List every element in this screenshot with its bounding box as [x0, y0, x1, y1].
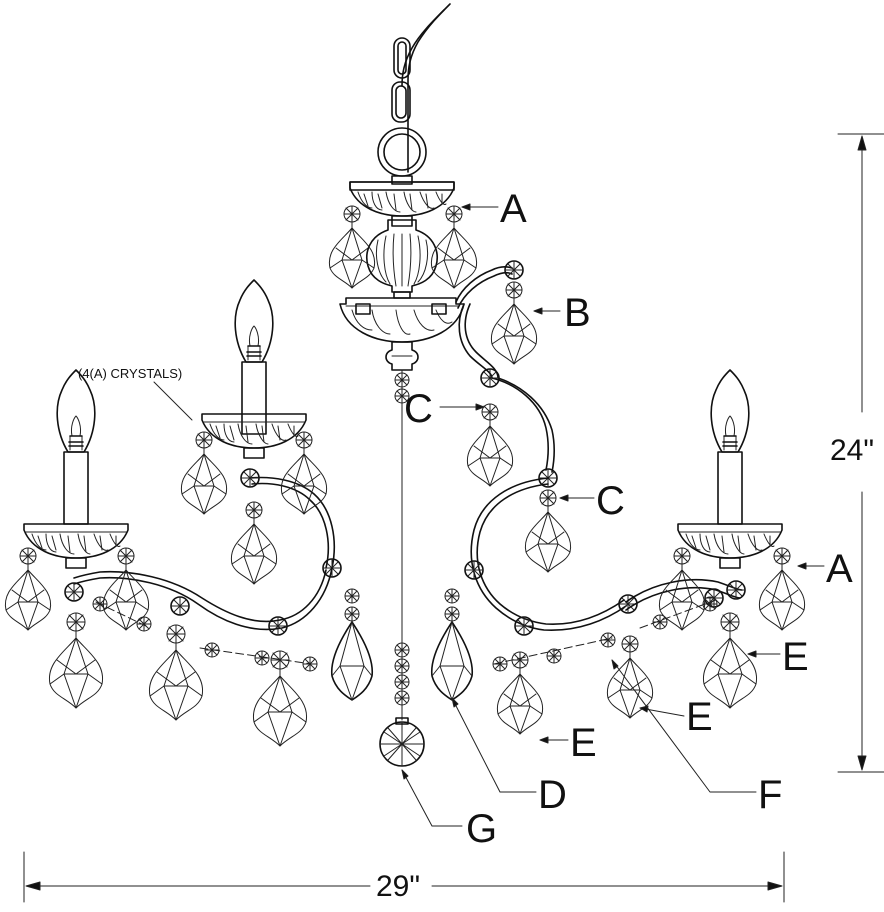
label-a-right: A — [826, 547, 853, 591]
label-e-right-low: E — [686, 695, 713, 739]
crystals-note: (4(A) CRYSTALS) — [78, 366, 182, 381]
dimension-height: 24" — [830, 434, 874, 467]
label-g: G — [466, 807, 497, 851]
label-c-lower: C — [596, 479, 625, 523]
label-a-top: A — [500, 187, 527, 231]
label-f: F — [758, 773, 782, 817]
label-b: B — [564, 291, 591, 335]
dimension-width: 29" — [376, 870, 420, 903]
label-c-upper: C — [404, 387, 433, 431]
label-d: D — [538, 773, 567, 817]
label-e-center: E — [570, 721, 597, 765]
label-e-right: E — [782, 635, 809, 679]
